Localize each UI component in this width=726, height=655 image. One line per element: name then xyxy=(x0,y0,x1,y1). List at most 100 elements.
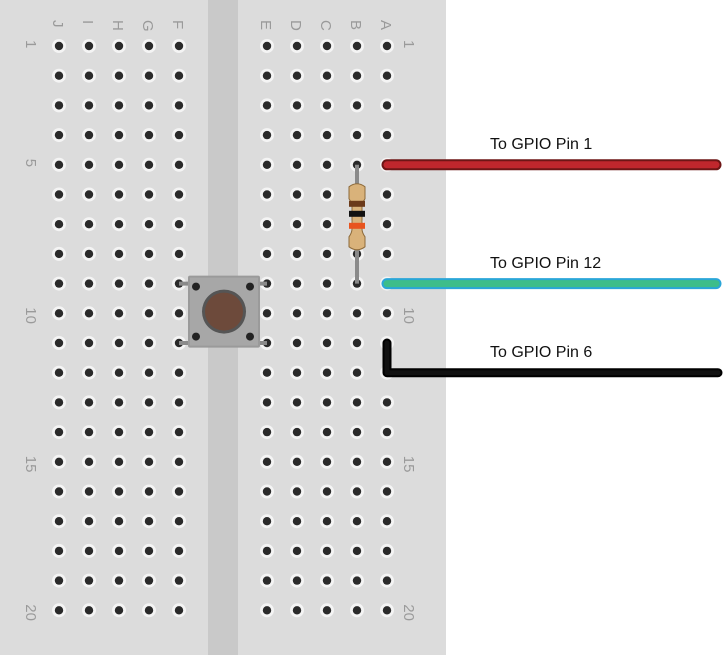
hole[interactable] xyxy=(54,368,64,377)
hole[interactable] xyxy=(262,606,272,615)
hole[interactable] xyxy=(114,249,124,259)
hole[interactable] xyxy=(144,279,154,288)
hole[interactable] xyxy=(174,160,184,169)
hole[interactable] xyxy=(144,220,154,229)
hole[interactable] xyxy=(144,606,154,615)
hole[interactable] xyxy=(54,41,64,51)
hole[interactable] xyxy=(54,130,64,140)
hole[interactable] xyxy=(382,427,392,437)
hole[interactable] xyxy=(352,427,362,437)
hole[interactable] xyxy=(382,576,392,585)
hole[interactable] xyxy=(292,517,302,526)
hole[interactable] xyxy=(292,606,302,615)
hole[interactable] xyxy=(174,457,184,466)
hole[interactable] xyxy=(322,457,332,466)
hole[interactable] xyxy=(292,546,302,556)
hole[interactable] xyxy=(292,427,302,437)
hole[interactable] xyxy=(114,71,124,80)
hole[interactable] xyxy=(144,41,154,51)
hole[interactable] xyxy=(292,160,302,169)
hole[interactable] xyxy=(114,576,124,585)
hole[interactable] xyxy=(114,220,124,229)
hole[interactable] xyxy=(322,220,332,229)
hole[interactable] xyxy=(292,279,302,288)
hole[interactable] xyxy=(174,368,184,377)
hole[interactable] xyxy=(292,576,302,585)
hole[interactable] xyxy=(84,130,94,140)
hole[interactable] xyxy=(114,279,124,288)
hole[interactable] xyxy=(144,457,154,466)
hole[interactable] xyxy=(174,130,184,140)
hole[interactable] xyxy=(174,487,184,496)
hole[interactable] xyxy=(84,220,94,229)
button-cap[interactable] xyxy=(205,292,243,331)
hole[interactable] xyxy=(114,517,124,526)
hole[interactable] xyxy=(352,41,362,51)
hole[interactable] xyxy=(262,41,272,51)
hole[interactable] xyxy=(352,309,362,318)
hole[interactable] xyxy=(382,487,392,496)
hole[interactable] xyxy=(352,338,362,348)
hole[interactable] xyxy=(292,71,302,80)
hole[interactable] xyxy=(352,606,362,615)
hole[interactable] xyxy=(292,190,302,199)
hole[interactable] xyxy=(322,101,332,110)
hole[interactable] xyxy=(84,517,94,526)
hole[interactable] xyxy=(382,101,392,110)
hole[interactable] xyxy=(174,101,184,110)
hole[interactable] xyxy=(382,220,392,229)
hole[interactable] xyxy=(382,190,392,199)
hole[interactable] xyxy=(84,576,94,585)
hole[interactable] xyxy=(262,160,272,169)
hole[interactable] xyxy=(352,368,362,377)
hole[interactable] xyxy=(322,487,332,496)
hole[interactable] xyxy=(262,368,272,377)
hole[interactable] xyxy=(292,398,302,407)
hole[interactable] xyxy=(84,279,94,288)
hole[interactable] xyxy=(382,249,392,259)
hole[interactable] xyxy=(262,398,272,407)
hole[interactable] xyxy=(114,487,124,496)
hole[interactable] xyxy=(322,71,332,80)
hole[interactable] xyxy=(54,457,64,466)
hole[interactable] xyxy=(322,368,332,377)
hole[interactable] xyxy=(114,427,124,437)
hole[interactable] xyxy=(292,220,302,229)
hole[interactable] xyxy=(352,517,362,526)
hole[interactable] xyxy=(174,546,184,556)
hole[interactable] xyxy=(352,546,362,556)
hole[interactable] xyxy=(292,338,302,348)
hole[interactable] xyxy=(174,398,184,407)
hole[interactable] xyxy=(322,160,332,169)
hole[interactable] xyxy=(262,220,272,229)
hole[interactable] xyxy=(382,457,392,466)
hole[interactable] xyxy=(144,130,154,140)
hole[interactable] xyxy=(352,576,362,585)
hole[interactable] xyxy=(292,249,302,259)
hole[interactable] xyxy=(352,398,362,407)
hole[interactable] xyxy=(262,190,272,199)
hole[interactable] xyxy=(54,279,64,288)
hole[interactable] xyxy=(262,546,272,556)
hole[interactable] xyxy=(54,576,64,585)
hole[interactable] xyxy=(382,398,392,407)
hole[interactable] xyxy=(322,398,332,407)
hole[interactable] xyxy=(352,101,362,110)
hole[interactable] xyxy=(144,309,154,318)
hole[interactable] xyxy=(292,487,302,496)
hole[interactable] xyxy=(84,546,94,556)
hole[interactable] xyxy=(292,101,302,110)
hole[interactable] xyxy=(382,41,392,51)
hole[interactable] xyxy=(262,101,272,110)
hole[interactable] xyxy=(322,576,332,585)
hole[interactable] xyxy=(114,130,124,140)
hole[interactable] xyxy=(144,190,154,199)
hole[interactable] xyxy=(54,101,64,110)
hole[interactable] xyxy=(144,71,154,80)
hole[interactable] xyxy=(54,71,64,80)
hole[interactable] xyxy=(322,41,332,51)
hole[interactable] xyxy=(144,368,154,377)
hole[interactable] xyxy=(84,487,94,496)
hole[interactable] xyxy=(54,398,64,407)
hole[interactable] xyxy=(84,71,94,80)
